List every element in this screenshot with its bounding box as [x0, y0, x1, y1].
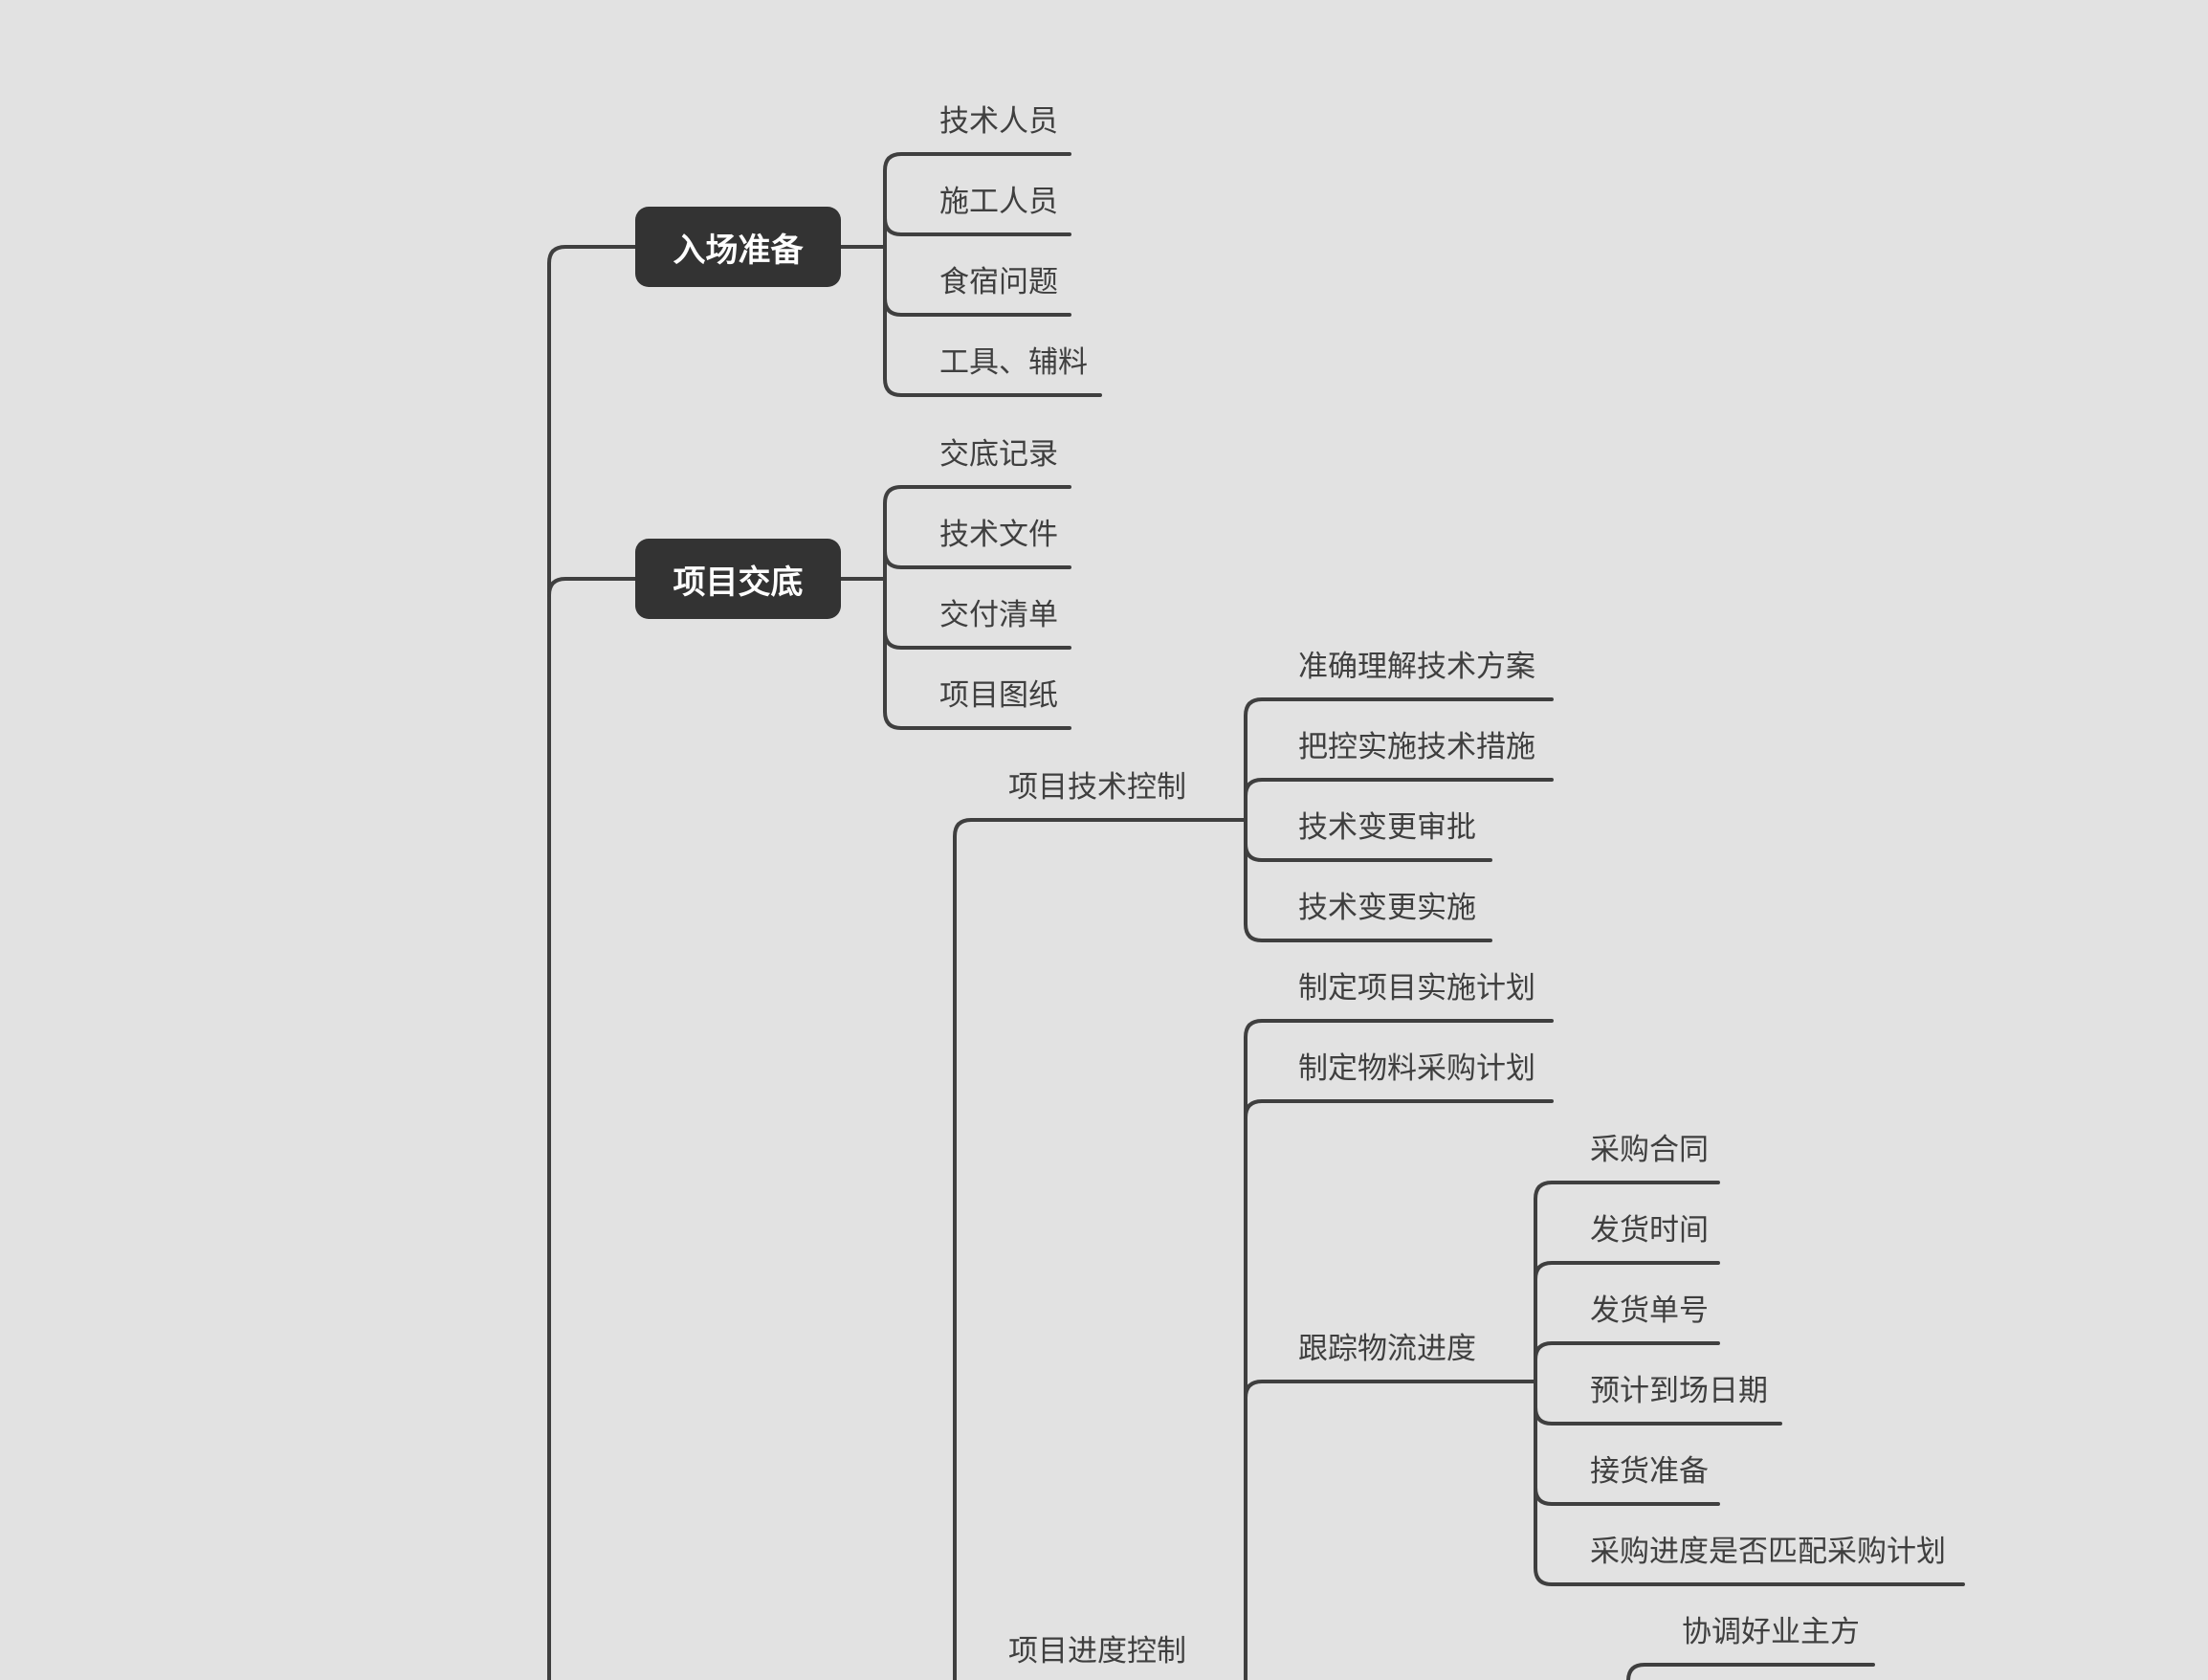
subtopic-implementation-plan[interactable]: 制定项目实施计划 [1298, 971, 1535, 1006]
leaf-purchase-contract[interactable]: 采购合同 [1590, 1133, 1709, 1167]
subtopic-change-implementation[interactable]: 技术变更实施 [1298, 891, 1476, 925]
subtopic-track-logistics[interactable]: 跟踪物流进度 [1298, 1332, 1476, 1366]
subtopic-delivery-list[interactable]: 交付清单 [939, 598, 1058, 632]
leaf-shipping-time[interactable]: 发货时间 [1590, 1213, 1709, 1248]
subtopic-construction-staff[interactable]: 施工人员 [939, 185, 1058, 219]
subtopic-accommodation[interactable]: 食宿问题 [939, 265, 1058, 299]
leaf-shipping-number[interactable]: 发货单号 [1590, 1293, 1709, 1328]
subtopic-procurement-plan[interactable]: 制定物料采购计划 [1298, 1051, 1535, 1086]
leaf-receiving-preparation[interactable]: 接货准备 [1590, 1454, 1709, 1489]
topic-schedule-control[interactable]: 项目进度控制 [1008, 1634, 1186, 1669]
topic-project-handover[interactable]: 项目交底 [635, 539, 841, 619]
subtopic-handover-record[interactable]: 交底记录 [939, 437, 1058, 472]
leaf-progress-match-plan[interactable]: 采购进度是否匹配采购计划 [1590, 1535, 1946, 1569]
subtopic-technical-staff[interactable]: 技术人员 [939, 104, 1058, 139]
subtopic-coordinate-owner[interactable]: 协调好业主方 [1682, 1615, 1860, 1649]
topic-technical-control[interactable]: 项目技术控制 [1008, 770, 1186, 805]
subtopic-project-drawings[interactable]: 项目图纸 [939, 678, 1058, 713]
subtopic-tools-materials[interactable]: 工具、辅料 [939, 345, 1088, 380]
leaf-expected-arrival[interactable]: 预计到场日期 [1590, 1374, 1768, 1408]
subtopic-understand-plan[interactable]: 准确理解技术方案 [1298, 650, 1535, 684]
subtopic-control-measures[interactable]: 把控实施技术措施 [1298, 730, 1535, 764]
subtopic-change-approval[interactable]: 技术变更审批 [1298, 810, 1476, 845]
subtopic-technical-documents[interactable]: 技术文件 [939, 518, 1058, 552]
topic-entry-preparation[interactable]: 入场准备 [635, 207, 841, 287]
